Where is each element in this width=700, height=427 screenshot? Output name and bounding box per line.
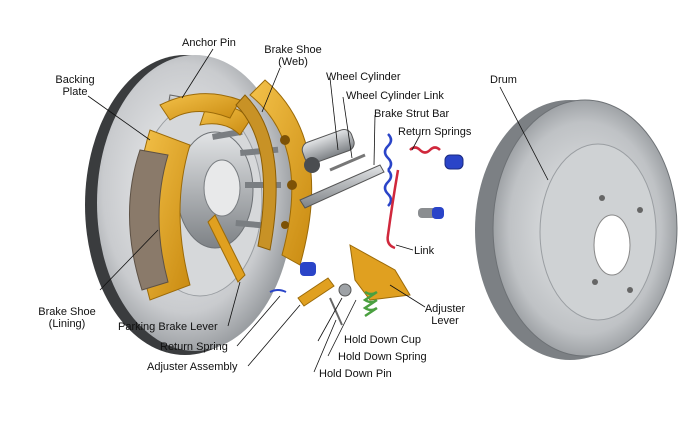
label-brake-strut-bar: Brake Strut Bar: [374, 108, 450, 120]
label-brake-shoe-web-sub: (Web): [278, 56, 308, 68]
label-backing-plate-title: Backing: [55, 74, 95, 86]
label-hold-down-pin: Hold Down Pin: [319, 368, 392, 380]
label-backing-plate-sub: Plate: [62, 86, 88, 98]
parking-brake-lever: [207, 214, 246, 283]
hold-down-parts: [329, 283, 378, 326]
wheel-cylinder-link: [329, 153, 366, 172]
label-wheel-cylinder: Wheel Cylinder: [326, 71, 401, 83]
return-springs: [383, 133, 464, 207]
label-wheel-cylinder-link: Wheel Cylinder Link: [346, 90, 444, 102]
label-parking-brake-lever: Parking Brake Lever: [118, 321, 218, 333]
label-brake-shoe-web: Brake Shoe (Web): [258, 44, 328, 68]
label-return-spring: Return Spring: [160, 341, 228, 353]
spring-small: [418, 207, 444, 219]
adjuster-lever: [349, 244, 411, 301]
link: [386, 169, 400, 250]
label-hold-down-spring: Hold Down Spring: [338, 351, 427, 363]
label-adjuster-lever: Adjuster Lever: [420, 303, 470, 327]
leader-lines: [87, 48, 549, 373]
hub: [176, 128, 281, 249]
label-brake-shoe-lining: Brake Shoe (Lining): [32, 306, 102, 330]
brake-strut-bar: [299, 164, 385, 209]
adjuster-assembly: [269, 262, 335, 307]
label-link: Link: [414, 245, 435, 257]
label-brake-shoe-web-title: Brake Shoe: [264, 44, 322, 56]
label-anchor-pin: Anchor Pin: [182, 37, 236, 49]
label-adjuster-lever-sub: Lever: [431, 315, 459, 327]
wheel-cylinder: [301, 128, 355, 173]
label-brake-shoe-lining-title: Brake Shoe: [38, 306, 96, 318]
label-backing-plate: Backing Plate: [50, 74, 100, 98]
brake-shoe-lining: [128, 93, 251, 301]
brake-shoe-web: [235, 79, 313, 266]
drum: [475, 99, 678, 360]
label-adjuster-lever-title: Adjuster: [424, 303, 466, 315]
label-return-springs: Return Springs: [398, 126, 472, 138]
label-drum: Drum: [490, 74, 517, 86]
label-hold-down-cup: Hold Down Cup: [344, 334, 422, 346]
label-brake-shoe-lining-sub: (Lining): [48, 318, 86, 330]
label-adjuster-assembly: Adjuster Assembly: [147, 361, 238, 373]
